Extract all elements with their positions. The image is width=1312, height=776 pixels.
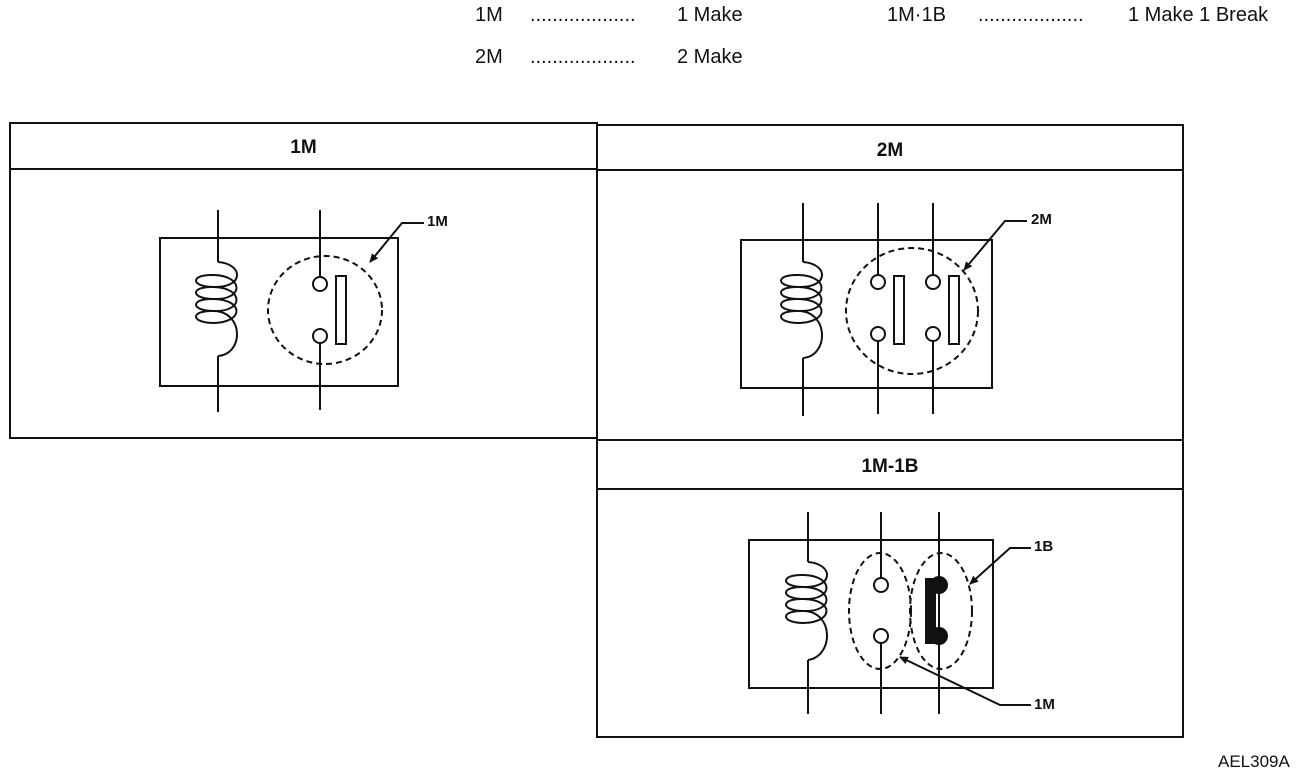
panel-1m-frame <box>9 122 598 439</box>
relay-body-1m <box>159 237 399 387</box>
callout-label-2m: 2M <box>1031 211 1052 228</box>
break-contact-outline <box>909 552 973 670</box>
legend-1m1b-desc: 1 Make 1 Break <box>1128 4 1269 26</box>
make-contact-outline <box>267 255 383 365</box>
panel-2m-title: 2M <box>876 140 904 161</box>
make-contact-icon <box>312 210 347 410</box>
legend-2m-dots: ................... <box>530 46 636 68</box>
coil-icon <box>195 210 238 412</box>
legend-1m-desc: 1 Make <box>677 4 743 26</box>
legend-2m-desc: 2 Make <box>677 46 743 68</box>
callout-label-1m-bottom: 1M <box>1034 696 1055 713</box>
callout-label-1b: 1B <box>1034 538 1054 555</box>
make-contact-icon <box>925 203 960 414</box>
break-contact-icon <box>925 512 948 714</box>
panel-1m-title: 1M <box>290 137 317 158</box>
legend-2m-code: 2M <box>475 46 503 68</box>
relay-body-1m1b <box>748 539 994 689</box>
callout-leader-1m-bottom <box>899 656 1031 706</box>
callout-label-1m: 1M <box>427 213 448 230</box>
coil-icon <box>780 203 823 416</box>
callout-leader-2m <box>963 220 1027 271</box>
make-contact-outline <box>845 247 979 375</box>
legend-1m-code: 1M <box>475 4 503 26</box>
panel-1m1b-title: 1M-1B <box>861 456 919 477</box>
callout-leader-1b <box>969 547 1031 585</box>
make-contact-icon <box>870 203 905 414</box>
legend-1m1b-dots: ................... <box>978 4 1084 26</box>
relay-body-2m <box>740 239 993 389</box>
panel-2m-frame <box>596 124 1184 441</box>
callout-leader-1m <box>369 222 424 263</box>
figure-id: AEL309A <box>1218 752 1290 771</box>
coil-icon <box>785 512 828 714</box>
legend-1m-dots: ................... <box>530 4 636 26</box>
make-contact-icon <box>873 512 889 714</box>
legend-1m1b-code: 1M·1B <box>887 4 946 26</box>
panel-1m1b-frame <box>596 439 1184 738</box>
